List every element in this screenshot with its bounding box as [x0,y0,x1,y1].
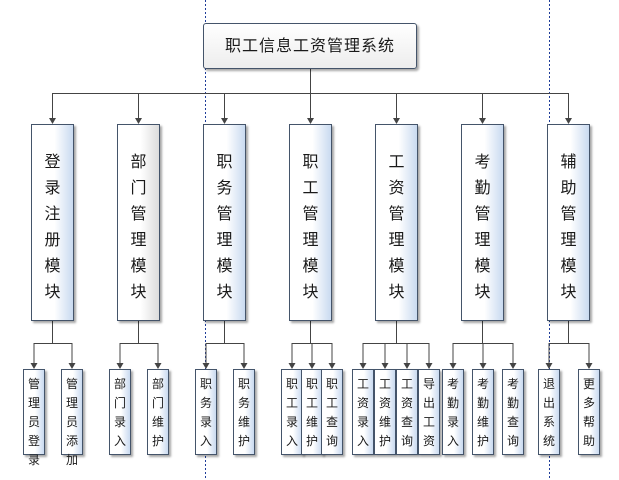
leaf-node: 管理员添加 [61,369,83,467]
module-node: 考勤管理模块 [461,124,504,321]
leaf-label: 更多帮助 [582,377,595,448]
module-label: 工资管理模块 [388,152,405,301]
module-label: 部门管理模块 [130,152,147,301]
leaf-arrow [545,363,553,369]
module-arrow [221,118,228,124]
leaf-node: 更多帮助 [578,369,600,455]
leaf-node: 职工录入 [281,369,303,455]
module-node: 工资管理模块 [375,124,418,321]
module-node: 辅助管理模块 [547,124,590,321]
module-label: 职务管理模块 [216,152,233,301]
leaf-node: 职工维护 [301,369,323,455]
leaf-label: 职务维护 [237,377,250,448]
root-title: 职工信息工资管理系统 [224,36,395,55]
module-label: 辅助管理模块 [560,152,577,301]
leaf-node: 职务维护 [233,369,255,455]
module-arrow [479,118,486,124]
module-label: 职工管理模块 [302,152,319,301]
leaf-label: 部门录入 [113,377,126,448]
leaf-label: 考勤录入 [446,377,459,448]
leaf-node: 职工查询 [321,369,343,455]
leaf-node: 导出工资 [418,369,440,455]
module-node: 登录注册模块 [31,124,74,321]
leaf-arrow [403,363,411,369]
leaf-label: 考勤维护 [476,377,489,448]
leaf-arrow [449,363,457,369]
leaf-arrow [509,363,517,369]
module-node: 部门管理模块 [117,124,160,321]
module-arrow [307,118,314,124]
module-arrow [565,118,572,124]
leaf-label: 工资维护 [378,377,391,448]
leaf-label: 考勤查询 [506,377,519,448]
module-label: 登录注册模块 [44,152,61,301]
root-node: 职工信息工资管理系统 [203,23,417,69]
leaf-label: 退出系统 [542,377,555,448]
leaf-node: 工资查询 [396,369,418,455]
leaf-node: 考勤维护 [472,369,494,455]
leaf-arrow [328,363,336,369]
leaf-label: 工资录入 [356,377,369,448]
leaf-arrow [68,363,76,369]
leaf-label: 部门维护 [151,377,164,448]
leaf-node: 工资维护 [374,369,396,455]
leaf-node: 职务录入 [195,369,217,455]
leaf-arrow [154,363,162,369]
leaf-arrow [116,363,124,369]
leaf-node: 考勤查询 [502,369,524,455]
leaf-arrow [288,363,296,369]
leaf-arrow [479,363,487,369]
leaf-label: 工资查询 [400,377,413,448]
module-node: 职工管理模块 [289,124,332,321]
leaf-arrow [202,363,210,369]
leaf-arrow [425,363,433,369]
leaf-arrow [30,363,38,369]
leaf-label: 职工录入 [285,377,298,448]
module-arrow [49,118,56,124]
leaf-node: 管理员登录 [23,369,45,467]
leaf-label: 职工查询 [325,377,338,448]
leaf-arrow [585,363,593,369]
leaf-label: 管理员添加 [65,377,78,467]
module-arrow [393,118,400,124]
leaf-node: 部门录入 [109,369,131,455]
leaf-node: 考勤录入 [442,369,464,455]
leaf-label: 管理员登录 [27,377,40,467]
leaf-arrow [381,363,389,369]
leaf-node: 工资录入 [352,369,374,455]
leaf-arrow [240,363,248,369]
leaf-node: 部门维护 [147,369,169,455]
module-label: 考勤管理模块 [474,152,491,301]
leaf-label: 职务录入 [199,377,212,448]
leaf-node: 退出系统 [538,369,560,455]
module-arrow [135,118,142,124]
leaf-label: 职工维护 [305,377,318,448]
leaf-arrow [308,363,316,369]
leaf-label: 导出工资 [422,377,435,448]
leaf-arrow [359,363,367,369]
module-node: 职务管理模块 [203,124,246,321]
